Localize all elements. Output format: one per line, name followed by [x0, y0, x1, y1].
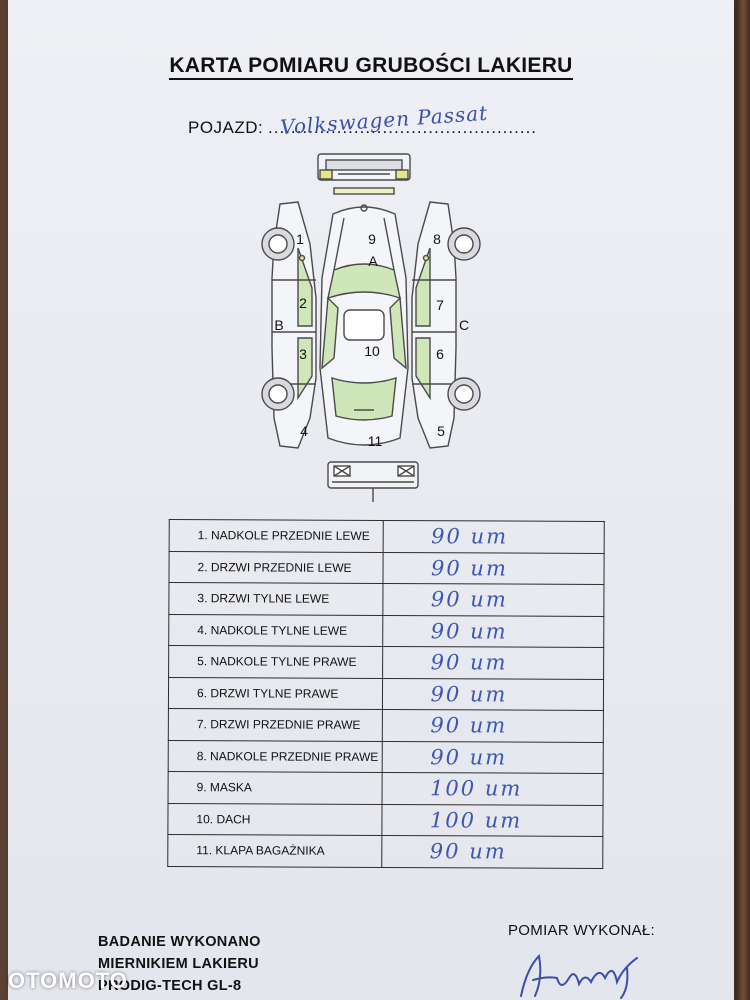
zone-label-10: 10 — [364, 343, 380, 359]
document-title: KARTA POMIARU GRUBOŚCI LAKIERU — [8, 54, 734, 80]
measurement-value: 90 um — [382, 614, 604, 648]
measurement-value: 90 um — [382, 551, 605, 585]
measurement-part-name: 3. DRZWI TYLNE LEWE — [168, 582, 383, 615]
zone-label-2: 2 — [299, 295, 307, 311]
side-label-b: B — [274, 317, 283, 333]
measurement-part-name: 5. NADKOLE TYLNE PRAWE — [168, 645, 383, 678]
measurement-value: 90 um — [381, 709, 604, 742]
measurement-part-name: 6. DRZWI TYLNE PRAWE — [168, 677, 383, 710]
rear-view-sketch — [327, 461, 419, 502]
measurement-part-name: 9. MASKA — [168, 771, 382, 804]
vehicle-label: POJAZD: — [188, 118, 264, 137]
measurement-part-name: 4. NADKOLE TYLNE LEWE — [168, 614, 383, 647]
zone-label-11: 11 — [368, 433, 383, 449]
front-view-sketch — [317, 153, 411, 195]
meter-info-line-3: PRODIG-TECH GL-8 — [98, 978, 242, 994]
measurement-value: 90 um — [382, 646, 604, 679]
measurement-part-name: 11. KLAPA BAGAŻNIKA — [167, 834, 382, 867]
zone-label-7: 7 — [436, 297, 444, 313]
zone-label-9: 9 — [368, 231, 376, 247]
vehicle-field: POJAZD: ................................… — [188, 101, 538, 139]
meter-info-line-1: BADANIE WYKONANO — [98, 934, 261, 950]
paint-thickness-card: KARTA POMIARU GRUBOŚCI LAKIERU POJAZD: .… — [8, 0, 734, 1000]
meter-info: BADANIE WYKONANO MIERNIKIEM LAKIERU PROD… — [98, 931, 261, 997]
measurement-value: 90 um — [382, 520, 605, 553]
top-view-sketch — [319, 204, 409, 446]
side-label-c: C — [459, 317, 469, 333]
measurement-value: 90 um — [381, 835, 603, 868]
vehicle-dotted-line: ........................................… — [268, 118, 538, 137]
measurement-value: 90 um — [381, 740, 604, 774]
left-side-sketch — [261, 201, 317, 449]
measurement-part-name: 8. NADKOLE PRZEDNIE PRAWE — [168, 740, 382, 773]
measurement-part-name: 10. DACH — [167, 803, 382, 836]
inspector-label: POMIAR WYKONAŁ: — [508, 922, 656, 939]
measurement-value: 90 um — [381, 677, 604, 711]
measurement-part-name: 7. DRZWI PRZEDNIE PRAWE — [168, 708, 382, 741]
zone-label-4: 4 — [300, 423, 308, 439]
otomoto-watermark: OTOMOTO — [8, 968, 128, 993]
side-label-a: A — [368, 253, 378, 269]
measurement-value: 90 um — [382, 583, 604, 616]
inspector-signature — [520, 953, 638, 999]
zone-label-5: 5 — [437, 423, 445, 439]
zone-label-8: 8 — [433, 231, 441, 247]
zone-label-3: 3 — [299, 346, 307, 362]
car-body-diagram: 1 2 3 4 5 6 7 8 9 10 11 A B C — [261, 153, 481, 502]
measurement-part-name: 2. DRZWI PRZEDNIE LEWE — [168, 551, 383, 584]
zone-label-6: 6 — [436, 346, 444, 362]
right-side-sketch — [411, 201, 481, 449]
measurement-value: 100 um — [381, 803, 604, 837]
measurement-value: 100 um — [381, 772, 604, 805]
measurement-part-name: 1. NADKOLE PRZEDNIE LEWE — [169, 519, 383, 552]
meter-info-line-2: MIERNIKIEM LAKIERU — [98, 956, 259, 972]
zone-label-1: 1 — [296, 231, 304, 247]
